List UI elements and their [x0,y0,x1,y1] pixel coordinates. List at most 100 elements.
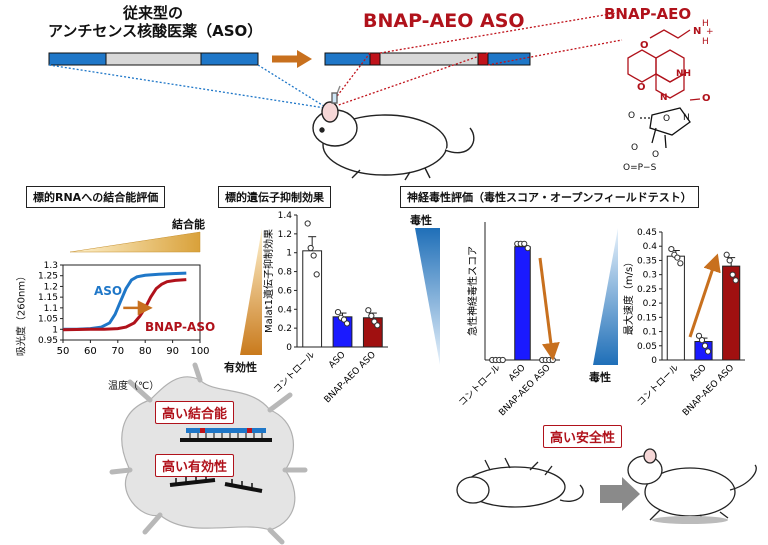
svg-text:N: N [660,93,668,103]
y-tick-label: 1.1 [44,304,58,314]
y-tick-label: 1.25 [38,272,58,282]
data-point [668,245,675,253]
mouse-illustration [312,85,475,181]
section-suppression: 標的遺伝子抑制効果 [218,186,331,208]
data-point [313,271,320,278]
x-tick-label: コントロール [272,350,317,395]
data-point [334,309,342,316]
data-point [674,254,681,261]
svg-text:N: N [693,26,701,37]
y-tick-label: 1.3 [44,261,58,271]
y-tick-label: 0.35 [637,256,657,266]
svg-text:O: O [702,93,711,104]
data-point [677,260,684,267]
data-point [343,320,351,327]
data-point [695,332,703,339]
aso-title-line2: アンチセンス核酸医薬（ASO） [48,22,263,40]
binding-gradient-triangle [69,231,201,253]
data-point [723,251,730,258]
y-tick-label: 1.05 [38,315,58,325]
svg-text:O: O [628,111,635,121]
x-tick-label: BNAP-AEO ASO [681,363,736,418]
melt-ylabel: 吸光度（260nm） [16,270,28,357]
series-line-bnap-aso [62,278,187,332]
efficacy-label: 有効性 [224,361,257,374]
y-tick-label: 0.05 [637,342,657,352]
data-point [310,252,317,259]
bnap-title: BNAP-AEO ASO [363,10,525,32]
data-point [701,342,709,349]
y-tick-label: 0.4 [278,305,293,315]
high-efficacy-label: 高い有効性 [155,454,235,477]
svg-text:O: O [637,82,646,93]
bnap-structure-label: BNAP-AEO [604,5,692,23]
y-tick-label: 0.2 [643,299,657,309]
chemical-structure: N H H + O NH N O O O N O O O=P−S O [623,19,714,173]
y-tick-label: 0.1 [643,328,657,338]
data-point [704,348,712,355]
bnap-series-label: BNAP-ASO [145,320,216,334]
y-tick-label: 1.4 [278,211,293,221]
x-tick-label: 50 [57,346,70,357]
y-tick-label: 0.8 [278,268,293,278]
x-tick-label: 100 [190,346,209,357]
decrease-arrow [538,257,560,361]
section-toxicity: 神経毒性評価（毒性スコア・オープンフィールドテスト） [400,186,699,208]
right-arrow-icon [600,477,640,511]
svg-text:H: H [702,37,709,47]
svg-text:N: N [683,113,690,123]
x-tick-label: コントロール [636,363,681,408]
data-point [499,356,506,364]
section-binding: 標的RNAへの結合能評価 [26,186,166,208]
data-point [732,277,739,284]
aso-title-line1: 従来型の [122,4,183,22]
efficacy-gradient-triangle [240,228,262,355]
data-point [726,257,733,264]
x-tick-label: 90 [166,346,179,357]
binding-gradient-label: 結合能 [172,218,205,231]
data-point [729,271,736,278]
toxicity-label-top: 毒性 [410,214,432,227]
data-point [549,356,556,364]
svg-text:NH: NH [676,69,691,79]
y-tick-label: 0.6 [278,286,293,296]
bar [302,250,323,348]
svg-text:+: + [706,27,714,37]
x-tick-label: 70 [111,346,124,357]
data-point [374,322,381,329]
x-tick-label: ASO [688,363,708,383]
y-tick-label: 0.3 [643,271,657,281]
x-tick-label: ASO [327,350,347,370]
plot-frame [62,264,201,341]
svg-text:O: O [663,114,670,124]
y-tick-label: 0 [286,343,292,353]
toxicity-gradient-triangle [415,228,440,365]
svg-text:O=P−S: O=P−S [623,163,657,173]
y-tick-label: 1.2 [44,282,58,292]
y-tick-label: 0.25 [637,285,657,295]
x-tick-label: 60 [84,346,97,357]
y-tick-label: 0 [651,356,657,366]
high-safety-label: 高い安全性 [543,425,623,448]
y-axis-label: Malat1遺伝子抑制効果 [262,229,275,333]
aso-title: 従来型の アンチセンス核酸医薬（ASO） [48,4,263,40]
svg-text:O: O [631,143,638,153]
svg-text:H: H [702,19,709,29]
melt-xlabel: 温度（℃） [108,381,160,392]
y-tick-label: 1.15 [38,293,58,303]
svg-text:O: O [640,40,649,51]
y-tick-label: 1.2 [278,230,292,240]
x-tick-label: 80 [139,346,152,357]
data-point [304,220,311,227]
toxicity-label-bottom: 毒性 [589,371,611,384]
y-tick-label: 0.45 [637,228,657,238]
speed-gradient-triangle [593,228,618,365]
data-point [365,307,372,314]
y-tick-label: 0.2 [278,324,292,334]
data-point [307,244,314,252]
sick-mouse-illustration [456,457,584,508]
data-point [368,312,375,319]
